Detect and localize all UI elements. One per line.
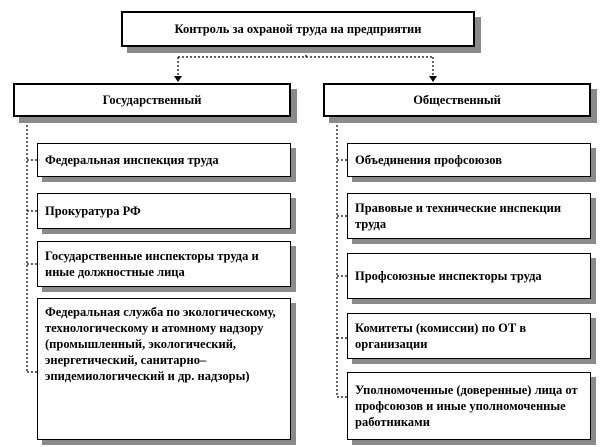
left-item-label: Государственные инспекторы труда и иные … (45, 249, 259, 279)
state-control-label: Государственный (102, 93, 202, 107)
left-item-state-inspectors: Государственные инспекторы труда и иные … (37, 241, 291, 287)
right-item-label: Объединения профсоюзов (355, 153, 502, 167)
left-item-label: Федеральная служба по экологическому, те… (45, 305, 276, 383)
right-item-legal-technical-inspections: Правовые и технические инспекции труда (347, 193, 591, 239)
diagram-title-box: Контроль за охраной труда на предприятии (121, 11, 475, 47)
right-item-authorized-persons: Уполномоченные (доверенные) лица от проф… (347, 372, 591, 440)
diagram-title: Контроль за охраной труда на предприятии (174, 22, 422, 36)
left-item-federal-service: Федеральная служба по экологическому, те… (37, 298, 291, 440)
right-item-label: Правовые и технические инспекции труда (355, 201, 562, 231)
right-item-committees: Комитеты (комиссии) по ОТ в организации (347, 313, 591, 359)
right-item-label: Уполномоченные (доверенные) лица от проф… (355, 383, 578, 429)
public-control-label: Общественный (413, 93, 501, 107)
left-item-label: Прокуратура РФ (45, 204, 141, 218)
left-item-federal-inspection: Федеральная инспекция труда (37, 143, 291, 177)
right-item-union-associations: Объединения профсоюзов (347, 143, 591, 177)
right-item-label: Комитеты (комиссии) по ОТ в организации (355, 321, 527, 351)
left-item-prosecutor: Прокуратура РФ (37, 193, 291, 229)
right-item-label: Профсоюзные инспекторы труда (355, 269, 542, 283)
left-item-label: Федеральная инспекция труда (45, 153, 219, 167)
right-item-union-inspectors: Профсоюзные инспекторы труда (347, 253, 591, 299)
public-control-header: Общественный (323, 83, 591, 117)
state-control-header: Государственный (13, 83, 291, 117)
